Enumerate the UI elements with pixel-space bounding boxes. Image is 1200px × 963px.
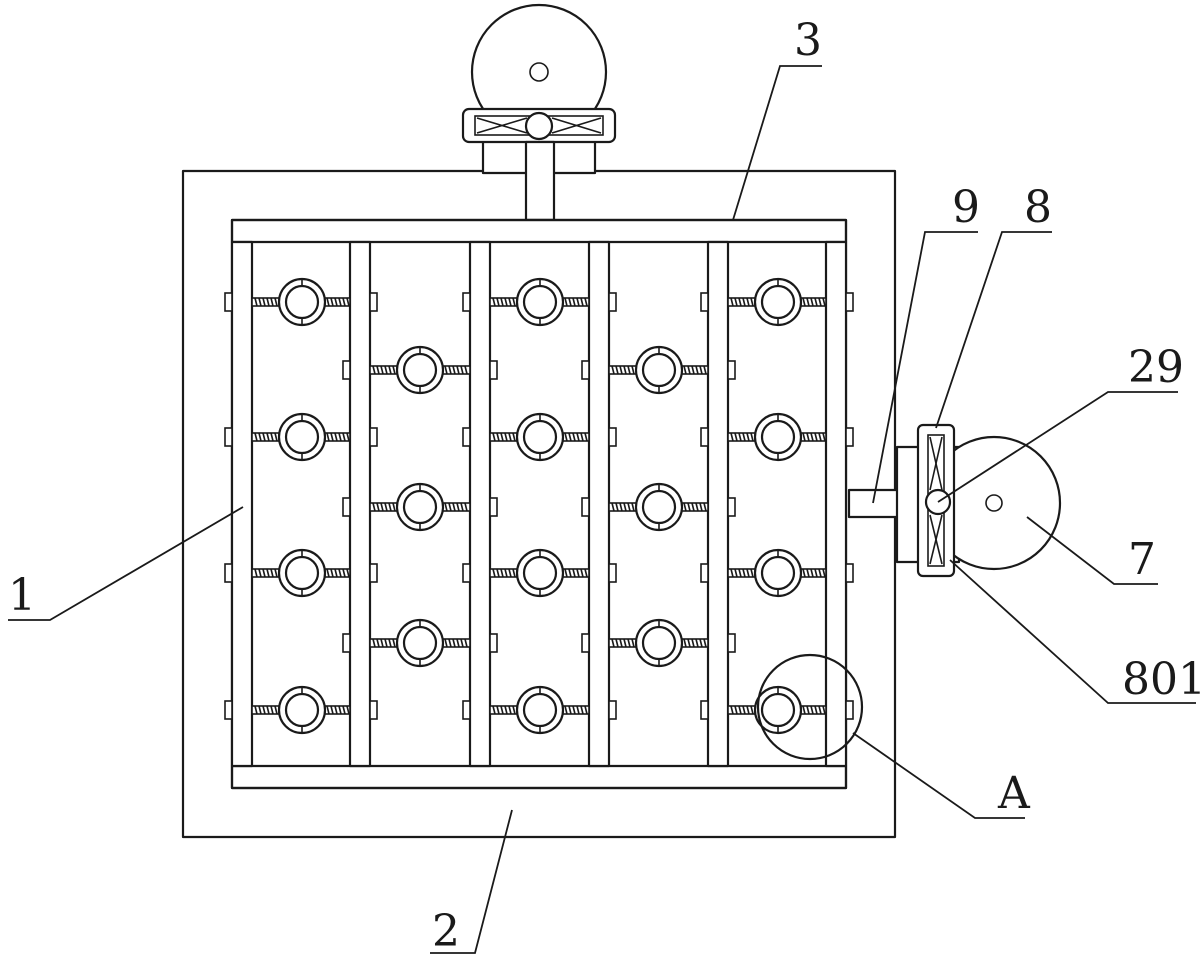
callout-labels: 3 9 8 29 7 801 A 1 2 — [8, 15, 1200, 957]
leader-801 — [949, 559, 1196, 704]
mounting-tab — [700, 292, 709, 312]
bottom-bar — [230, 764, 848, 790]
vertical-rail — [348, 240, 372, 768]
mounting-tab — [342, 360, 351, 380]
mounting-tab — [581, 633, 590, 653]
leader-3 — [732, 65, 822, 221]
mounting-tab — [700, 563, 709, 583]
right-motor-assembly — [847, 423, 1062, 578]
mounting-tab — [462, 700, 471, 720]
vertical-rail — [706, 240, 730, 768]
mounting-tab — [727, 633, 736, 653]
top-drive-shaft — [524, 140, 556, 222]
top-gear — [524, 111, 554, 141]
mounting-tab — [489, 497, 498, 517]
mounting-tab — [608, 427, 617, 447]
clamp-unit — [727, 277, 827, 327]
mounting-tab — [462, 292, 471, 312]
clamp-unit — [489, 548, 590, 598]
clamp-unit — [369, 482, 471, 532]
top-bar — [230, 218, 848, 244]
right-motor-axle — [985, 494, 1003, 512]
top-motor-axle — [529, 62, 549, 82]
mounting-tab — [462, 427, 471, 447]
mounting-tab — [845, 292, 854, 312]
mounting-tab — [608, 292, 617, 312]
mounting-tab — [369, 292, 378, 312]
callout-8: 8 — [1024, 182, 1052, 233]
clamp-unit — [251, 685, 351, 735]
clamp-unit — [489, 412, 590, 462]
leader-9 — [872, 231, 978, 504]
mounting-tab — [489, 633, 498, 653]
mounting-tab — [342, 633, 351, 653]
mounting-tab — [845, 427, 854, 447]
mounting-tab — [462, 563, 471, 583]
clamp-unit — [608, 618, 709, 668]
vertical-rails — [230, 240, 848, 768]
clamp-unit — [251, 412, 351, 462]
callout-a: A — [997, 768, 1031, 819]
callout-801: 801 — [1122, 654, 1200, 705]
clamp-units — [251, 277, 827, 735]
mounting-tab — [224, 700, 233, 720]
mounting-tab — [608, 563, 617, 583]
mounting-tab — [845, 700, 854, 720]
mounting-tab — [700, 427, 709, 447]
mounting-tab — [581, 497, 590, 517]
clamp-unit — [608, 482, 709, 532]
mounting-tab — [369, 563, 378, 583]
mounting-tab — [727, 360, 736, 380]
leader-lines — [8, 65, 1196, 954]
mounting-tab — [224, 563, 233, 583]
clamp-unit — [369, 618, 471, 668]
callout-3: 3 — [794, 15, 822, 66]
leader-7 — [1026, 516, 1158, 585]
mounting-tab — [845, 563, 854, 583]
mounting-tab — [489, 360, 498, 380]
vertical-rail — [824, 240, 848, 768]
clamp-unit — [489, 277, 590, 327]
callout-7: 7 — [1128, 534, 1156, 585]
clamp-unit — [727, 685, 827, 735]
clamp-unit — [727, 412, 827, 462]
mounting-tab — [369, 700, 378, 720]
mounting-tab — [727, 497, 736, 517]
clamp-unit — [251, 277, 351, 327]
leader-29 — [937, 391, 1178, 503]
clamp-unit — [608, 345, 709, 395]
mounting-tab — [224, 427, 233, 447]
leader-a — [852, 732, 1025, 819]
leader-2 — [430, 809, 513, 954]
clamp-unit — [251, 548, 351, 598]
mounting-tab — [224, 292, 233, 312]
callout-29: 29 — [1128, 342, 1184, 393]
callout-9: 9 — [952, 182, 980, 233]
mounting-tab — [342, 497, 351, 517]
clamp-unit — [369, 345, 471, 395]
mounting-tab — [369, 427, 378, 447]
detail-circle-a — [756, 653, 864, 761]
mounting-tab — [700, 700, 709, 720]
vertical-rail — [468, 240, 492, 768]
vertical-rail — [587, 240, 611, 768]
callout-2: 2 — [432, 906, 460, 957]
leader-1 — [8, 506, 244, 621]
vertical-rail — [230, 240, 254, 768]
clamp-unit — [489, 685, 590, 735]
leader-8 — [935, 231, 1052, 429]
top-motor-assembly — [461, 3, 617, 222]
mounting-tab — [608, 700, 617, 720]
mounting-tabs — [224, 292, 854, 720]
mounting-tab — [581, 360, 590, 380]
clamp-unit — [727, 548, 827, 598]
callout-1: 1 — [8, 570, 36, 621]
